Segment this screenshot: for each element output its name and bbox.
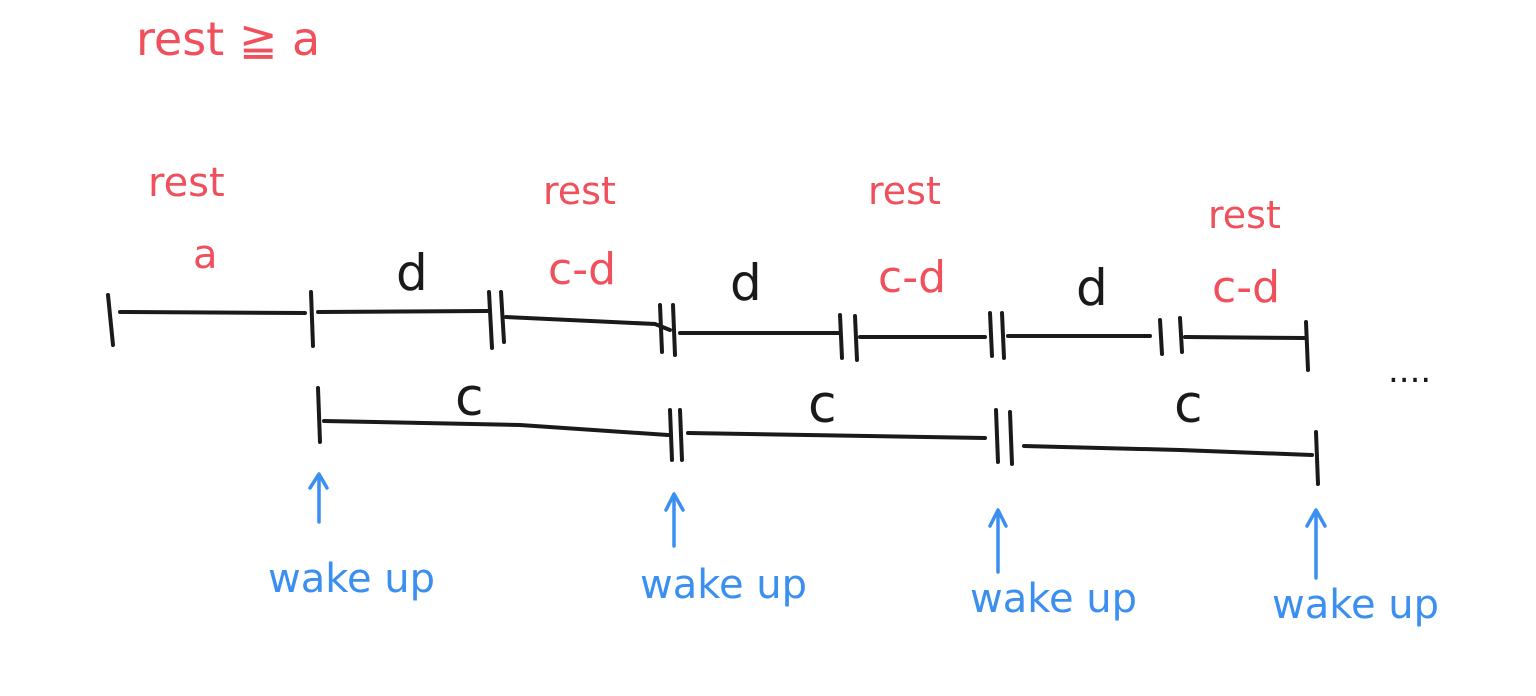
d-label-3: d <box>1076 259 1108 317</box>
wake-up-label-3: wake up <box>970 576 1137 622</box>
rest-c-minus-d-label-2: c-d <box>878 252 946 303</box>
rest-label-4: rest <box>1208 193 1281 237</box>
c-label-2: c <box>808 375 837 435</box>
rest-c-minus-d-label-1: c-d <box>548 244 616 295</box>
title-rest-ge-a: rest ≧ a <box>136 12 320 66</box>
rest-label-1: rest <box>148 160 225 206</box>
wake-up-arrow-icon-1 <box>308 472 329 524</box>
d-label-2: d <box>730 254 762 312</box>
wake-up-label-2: wake up <box>640 562 807 608</box>
rest-label-3: rest <box>868 169 941 213</box>
wake-up-arrow-icon-4 <box>1305 508 1327 580</box>
rest-c-minus-d-label-3: c-d <box>1212 262 1280 313</box>
bottom-timeline <box>316 386 1320 486</box>
rest-a-label: a <box>193 232 218 278</box>
top-timeline <box>106 290 1310 372</box>
c-label-1: c <box>455 368 484 428</box>
wake-up-label-1: wake up <box>268 556 435 602</box>
c-label-3: c <box>1174 375 1203 435</box>
wake-up-arrow-icon-3 <box>988 508 1008 574</box>
wake-up-arrow-icon-2 <box>664 492 685 548</box>
rest-label-2: rest <box>543 169 616 213</box>
ellipsis: .... <box>1388 351 1431 391</box>
wake-up-label-4: wake up <box>1272 582 1439 628</box>
d-label-1: d <box>396 244 428 302</box>
